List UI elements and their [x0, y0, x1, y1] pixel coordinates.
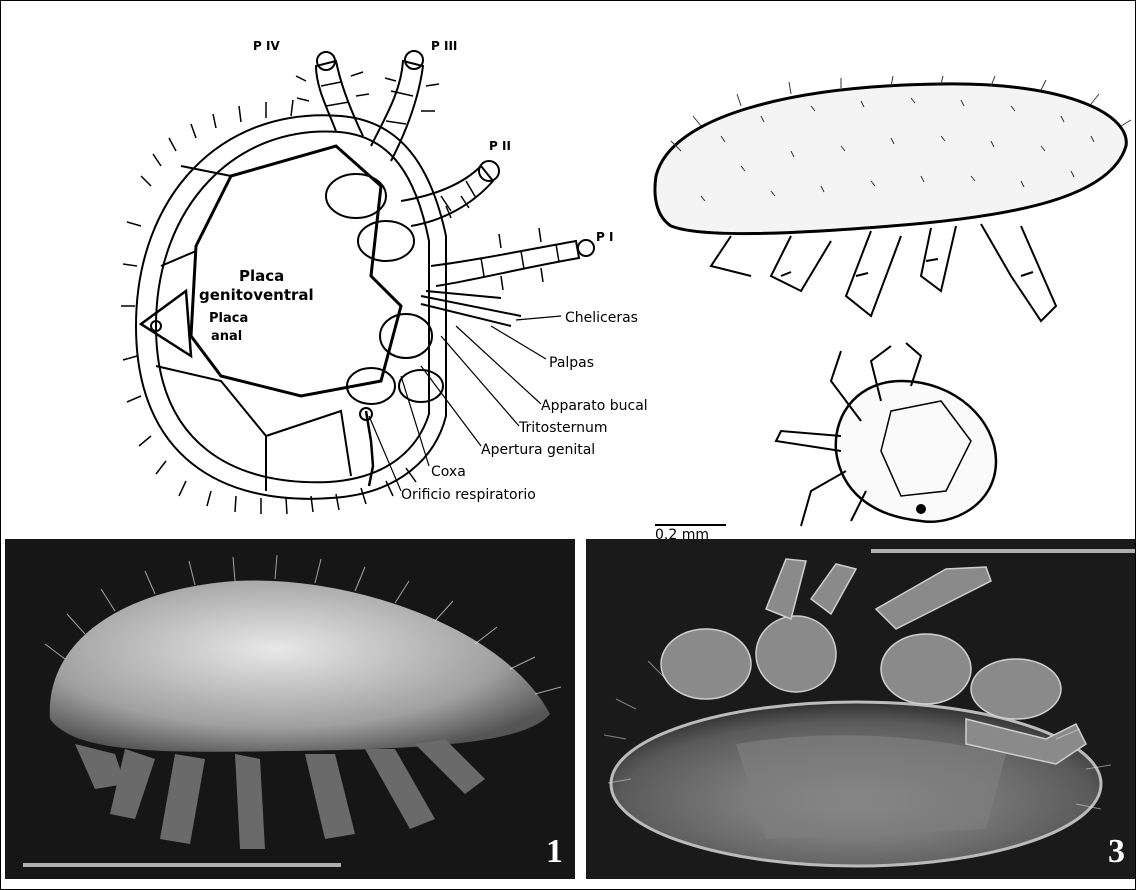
callout-coxa: Coxa: [431, 464, 466, 480]
label-genitoventral: genitoventral: [199, 286, 314, 304]
sem-lateral-drawing: [5, 539, 575, 879]
label-placa-anal-2: anal: [211, 329, 242, 344]
sem-ventral-drawing: [586, 539, 1135, 879]
leg-label-p3: P III: [431, 39, 457, 53]
label-placa-anal-1: Placa: [209, 311, 248, 326]
ventral-diagram: P IV P III P II P I Placa genitoventral …: [101, 36, 721, 546]
leg-label-p2: P II: [489, 139, 511, 153]
panel-number-1: 1: [546, 833, 563, 871]
leg-label-p1: P I: [596, 230, 613, 244]
callout-cheliceras: Cheliceras: [565, 310, 638, 326]
callout-palpas: Palpas: [549, 355, 594, 371]
sem-photo-lateral: 1: [5, 539, 575, 879]
panel-number-3: 3: [1108, 833, 1125, 871]
leg-label-p4: P IV: [253, 39, 280, 53]
callout-orificio-respiratorio: Orificio respiratorio: [401, 487, 536, 503]
sem-photo-ventral: 3: [586, 539, 1135, 879]
lateral-sketch: [641, 76, 1136, 341]
callout-apparato-bucal: Apparato bucal: [541, 398, 648, 414]
callout-tritosternum: Tritosternum: [518, 420, 607, 436]
ventral-sketch-small: [771, 341, 1011, 531]
callout-apertura-genital: Apertura genital: [481, 442, 595, 458]
label-placa: Placa: [239, 267, 284, 285]
